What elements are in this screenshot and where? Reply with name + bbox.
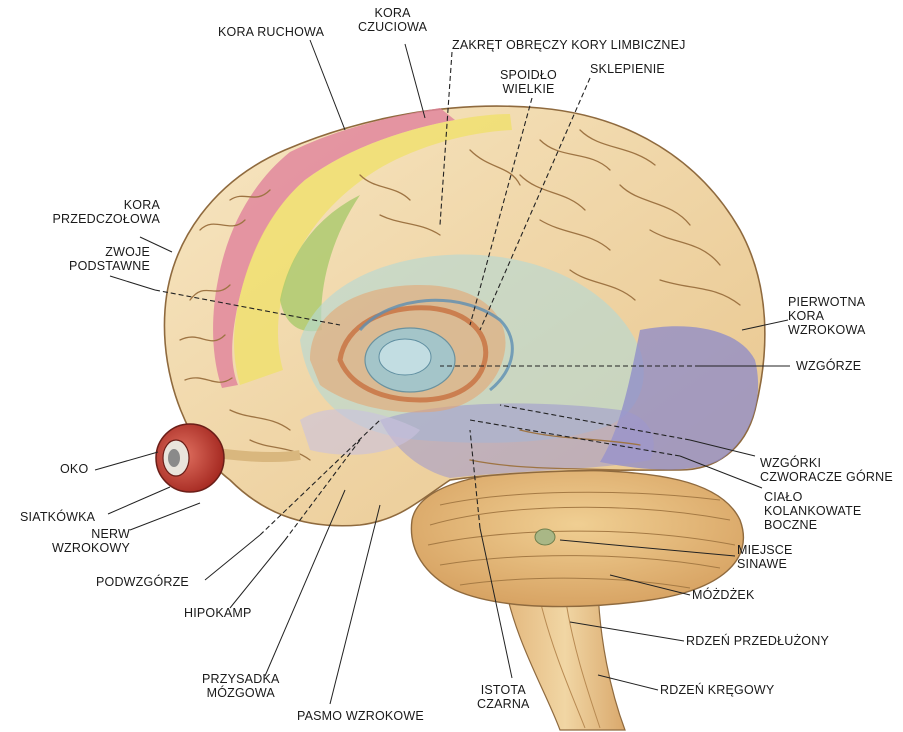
spinal-cord [504,584,626,731]
label-pierwotna-kora-wzrokowa: PIERWOTNA KORA WZROKOWA [788,295,866,337]
label-hipokamp: HIPOKAMP [184,606,252,620]
label-zakret-obreczy: ZAKRĘT OBRĘCZY KORY LIMBICZNEJ [452,38,686,52]
label-rdzen-kregowy: RDZEŃ KRĘGOWY [660,683,775,697]
motor-cortex-region [213,108,455,388]
label-wzgorki-czworacze: WZGÓRKI CZWORACZE GÓRNE [760,456,893,484]
label-pasmo-wzrokowe: PASMO WZROKOWE [297,709,424,723]
label-kora-przedczolowa: KORA PRZEDCZOŁOWA [52,198,160,226]
label-wzgorze: WZGÓRZE [796,359,862,373]
label-miejsce-sinawe: MIEJSCE SINAWE [737,543,793,571]
label-kora-czuciowa: KORA CZUCIOWA [358,6,428,34]
label-podwzgorze: PODWZGÓRZE [96,575,189,589]
label-istota-czarna: ISTOTA CZARNA [477,683,530,711]
label-rdzen-przedluzony: RDZEŃ PRZEDŁUŻONY [686,634,829,648]
label-oko: OKO [60,462,89,476]
label-siatkowka: SIATKÓWKA [20,510,96,524]
sensory-cortex-region [234,114,512,385]
label-spoidlo-wielkie: SPOIDŁO WIELKIE [500,68,557,96]
label-cialo-kolankowate: CIAŁO KOLANKOWATE BOCZNE [764,490,862,532]
label-nerw-wzrokowy: NERW WZROKOWY [52,527,130,555]
label-przysadka-mozgowa: PRZYSADKA MÓZGOWA [202,672,280,700]
label-zwoje-podstawne: ZWOJE PODSTAWNE [69,245,150,273]
label-kora-ruchowa: KORA RUCHOWA [218,25,325,39]
label-mozdzek: MÓŻDŻEK [692,588,755,602]
label-sklepienie: SKLEPIENIE [590,62,665,76]
